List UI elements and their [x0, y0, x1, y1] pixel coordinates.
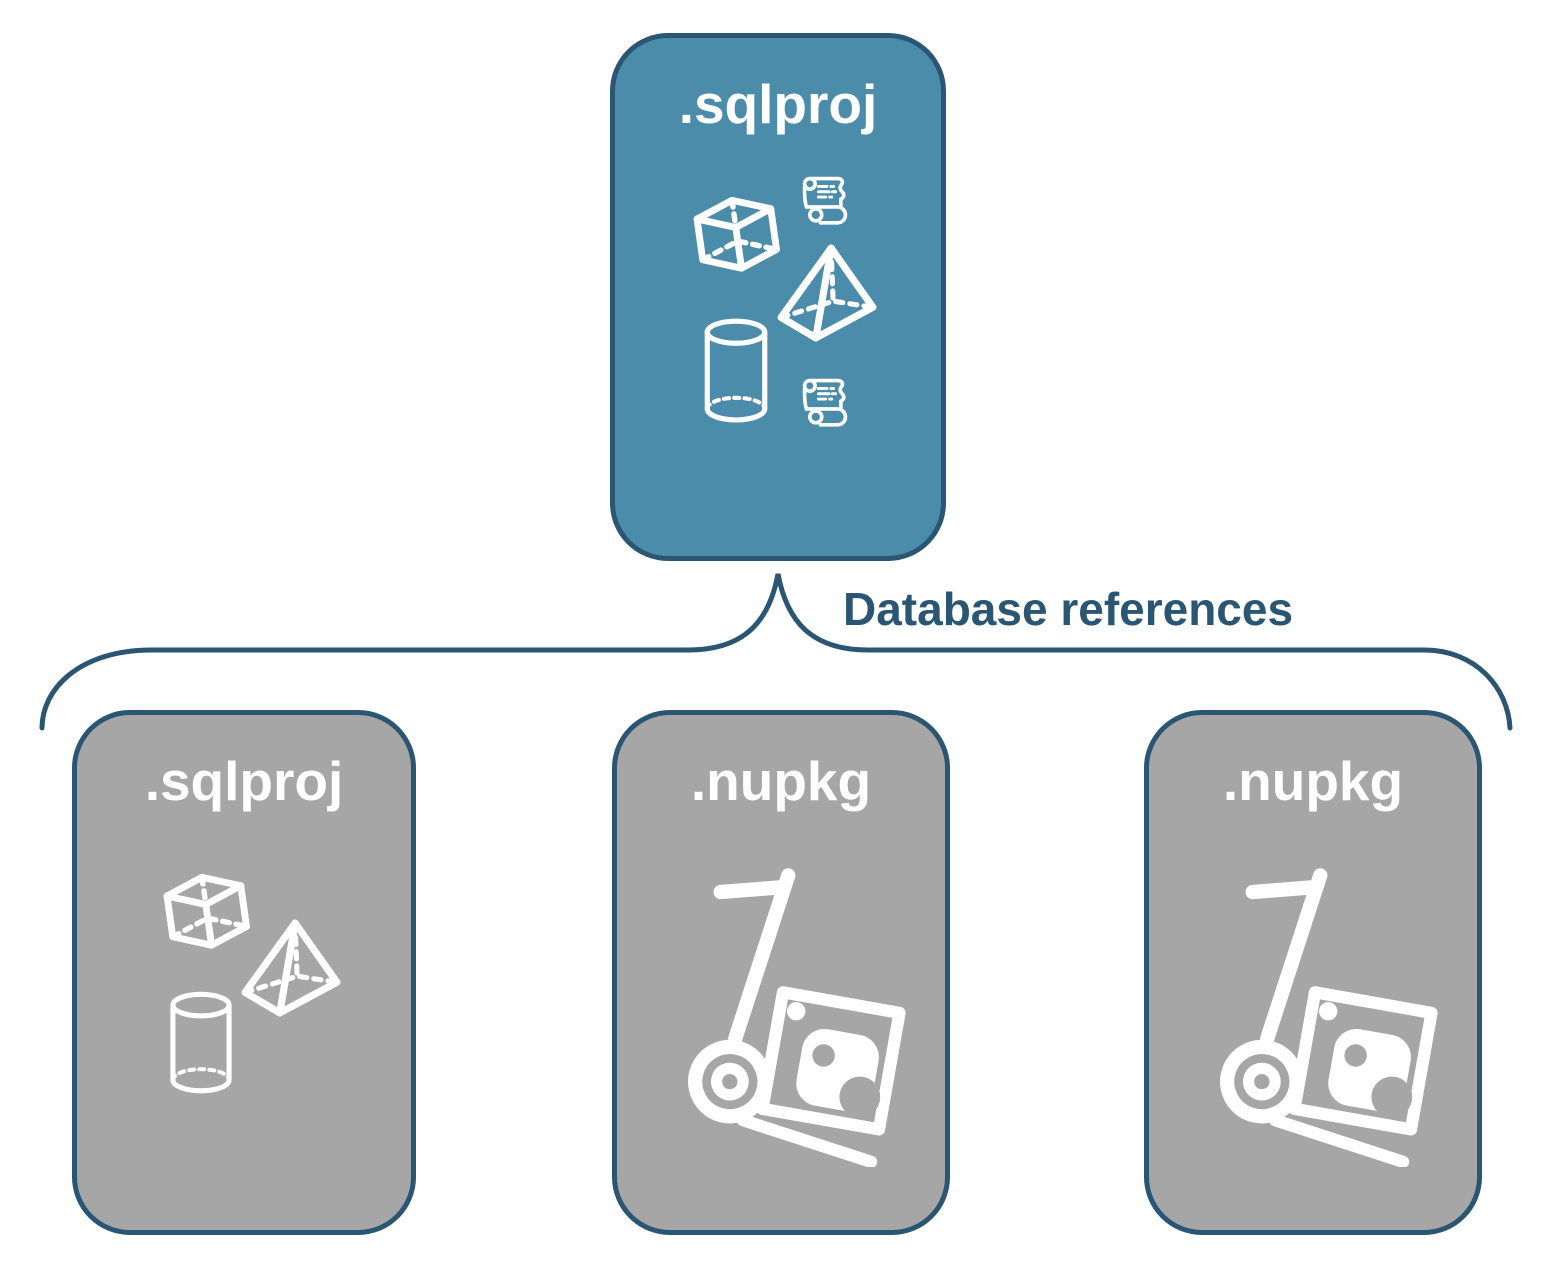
ref-nupkg-card-2-title: .nupkg — [1222, 750, 1404, 812]
ref-nupkg-card-2: .nupkg — [1144, 710, 1482, 1235]
cylinder-icon — [165, 989, 237, 1099]
pyramid-icon — [235, 917, 345, 1019]
package-dolly-icon — [651, 861, 947, 1167]
connector-label: Database references — [843, 583, 1294, 635]
package-dolly-icon — [1183, 861, 1479, 1167]
cylinder-icon — [699, 316, 773, 428]
ref-sqlproj-card: .sqlproj — [72, 710, 416, 1235]
ref-nupkg-card-1-title: .nupkg — [690, 750, 872, 812]
ref-sqlproj-card-title: .sqlproj — [144, 750, 344, 812]
pyramid-icon — [771, 242, 881, 344]
ref-nupkg-card-1: .nupkg — [612, 710, 950, 1235]
scroll-icon — [793, 372, 861, 438]
scroll-icon — [793, 170, 861, 236]
main-sqlproj-card: .sqlproj — [610, 33, 946, 561]
main-card-title: .sqlproj — [678, 73, 878, 135]
